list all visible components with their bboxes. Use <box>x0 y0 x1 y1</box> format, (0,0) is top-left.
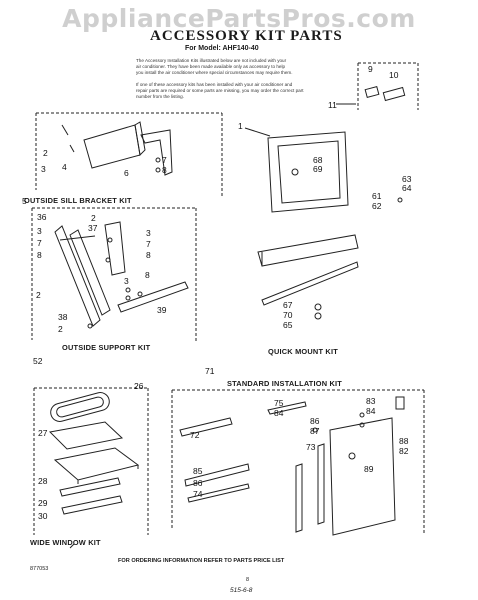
clip-parts <box>336 85 406 105</box>
kit-label-quick-mount: QUICK MOUNT KIT <box>268 347 338 356</box>
callout-number: 71 <box>205 366 215 376</box>
callout-number: 11 <box>328 100 337 110</box>
callout-number: 75 <box>274 398 284 408</box>
intro-line: If one of these accessory kits has been … <box>136 82 293 87</box>
callout-number: 8 <box>146 250 151 260</box>
wide-window-art <box>48 392 140 515</box>
callout-number: 37 <box>88 223 98 233</box>
callout-number: 3 <box>146 228 151 238</box>
callout-number: 36 <box>37 212 47 222</box>
intro-line: repair parts are required or some parts … <box>136 88 304 93</box>
callout-number: 26 <box>134 381 144 391</box>
callout-number: 74 <box>193 489 203 499</box>
watermark: AppliancePartsPros.com <box>62 4 416 33</box>
callout-number: 4 <box>62 162 67 172</box>
callout-number: 68 <box>313 155 323 165</box>
callout-number: 8 <box>162 165 167 175</box>
top-right-box <box>357 62 419 110</box>
callout-number: 7 <box>37 238 42 248</box>
callout-number: 7 <box>146 239 151 249</box>
kit-label-standard-installation: STANDARD INSTALLATION KIT <box>227 379 343 388</box>
quick-mount-art <box>244 127 403 320</box>
callout-number: 52 <box>33 356 43 366</box>
standard-art <box>179 396 405 536</box>
callout-number: 10 <box>389 70 399 80</box>
callout-number: 69 <box>313 164 323 174</box>
standard-kit-box <box>171 389 425 535</box>
callout-number: 65 <box>283 320 293 330</box>
kit-label-outside-support: OUTSIDE SUPPORT KIT <box>62 343 151 352</box>
callout-number: 9 <box>368 64 373 74</box>
callout-number: 85 <box>193 466 203 476</box>
callout-number: 6 <box>124 168 129 178</box>
sill-kit-box <box>35 112 223 198</box>
intro-line: The Accessory Installation Kits illustra… <box>136 58 287 63</box>
handwritten-note: 515-6-8 <box>230 587 253 594</box>
callout-number: 1 <box>238 121 243 131</box>
intro-line: you install the air conditioner where sp… <box>136 70 293 75</box>
callout-number: 64 <box>402 183 412 193</box>
page-title: ACCESSORY KIT PARTS <box>150 28 343 44</box>
callout-number: 29 <box>38 498 48 508</box>
callout-number: 2 <box>91 213 96 223</box>
support-art <box>54 221 189 329</box>
callout-number: 61 <box>372 191 382 201</box>
footer-note: FOR ORDERING INFORMATION REFER TO PARTS … <box>118 558 285 564</box>
intro-paragraph: The Accessory Installation Kits illustra… <box>136 58 332 76</box>
callout-number: 70 <box>283 310 293 320</box>
callout-number: 2 <box>36 290 41 300</box>
callout-number: 7 <box>162 155 167 165</box>
page-number: 8 <box>246 577 250 583</box>
callout-number: 62 <box>372 201 382 211</box>
callout-number: 84 <box>274 408 284 418</box>
kit-label-wide-window: WIDE WINDOW KIT <box>30 538 101 547</box>
callout-number: 72 <box>190 430 200 440</box>
callout-number: 2 <box>43 148 48 158</box>
wide-window-pointer <box>69 543 75 549</box>
callout-number: 83 <box>366 396 376 406</box>
intro-line: number from the listing. <box>136 94 184 99</box>
kit-label-outside-sill-bracket: OUTSIDE SILL BRACKET KIT <box>24 196 132 205</box>
callout-number: 5 <box>22 196 27 206</box>
callout-number: 39 <box>157 305 167 315</box>
callout-number: 27 <box>38 428 48 438</box>
callout-number: 3 <box>41 164 46 174</box>
callout-number: 84 <box>366 406 376 416</box>
intro-paragraph-2: If one of these accessory kits has been … <box>136 82 332 100</box>
callout-number: 38 <box>58 312 68 322</box>
callout-number: 2 <box>58 324 63 334</box>
callout-number: 30 <box>38 511 48 521</box>
sill-bracket-art <box>61 121 173 176</box>
callout-number: 28 <box>38 476 48 486</box>
doc-number: 877053 <box>30 566 49 572</box>
callout-number: 89 <box>364 464 374 474</box>
callout-number: 3 <box>37 226 42 236</box>
callout-number: 63 <box>402 174 412 184</box>
callout-number: 82 <box>399 446 409 456</box>
callout-number: 87 <box>310 426 320 436</box>
callout-number: 88 <box>399 436 409 446</box>
callout-number: 8 <box>145 270 150 280</box>
model-line: For Model: AHF140-40 <box>185 45 259 52</box>
wide-window-box <box>33 387 149 535</box>
callout-number: 86 <box>310 416 320 426</box>
callout-number: 8 <box>37 250 42 260</box>
callout-number: 67 <box>283 300 293 310</box>
intro-line: air conditioner. They have been made ava… <box>136 64 286 69</box>
support-kit-box <box>31 207 197 342</box>
callout-number: 73 <box>306 442 316 452</box>
callout-number: 3 <box>124 276 129 286</box>
callout-number: 86 <box>193 478 203 488</box>
